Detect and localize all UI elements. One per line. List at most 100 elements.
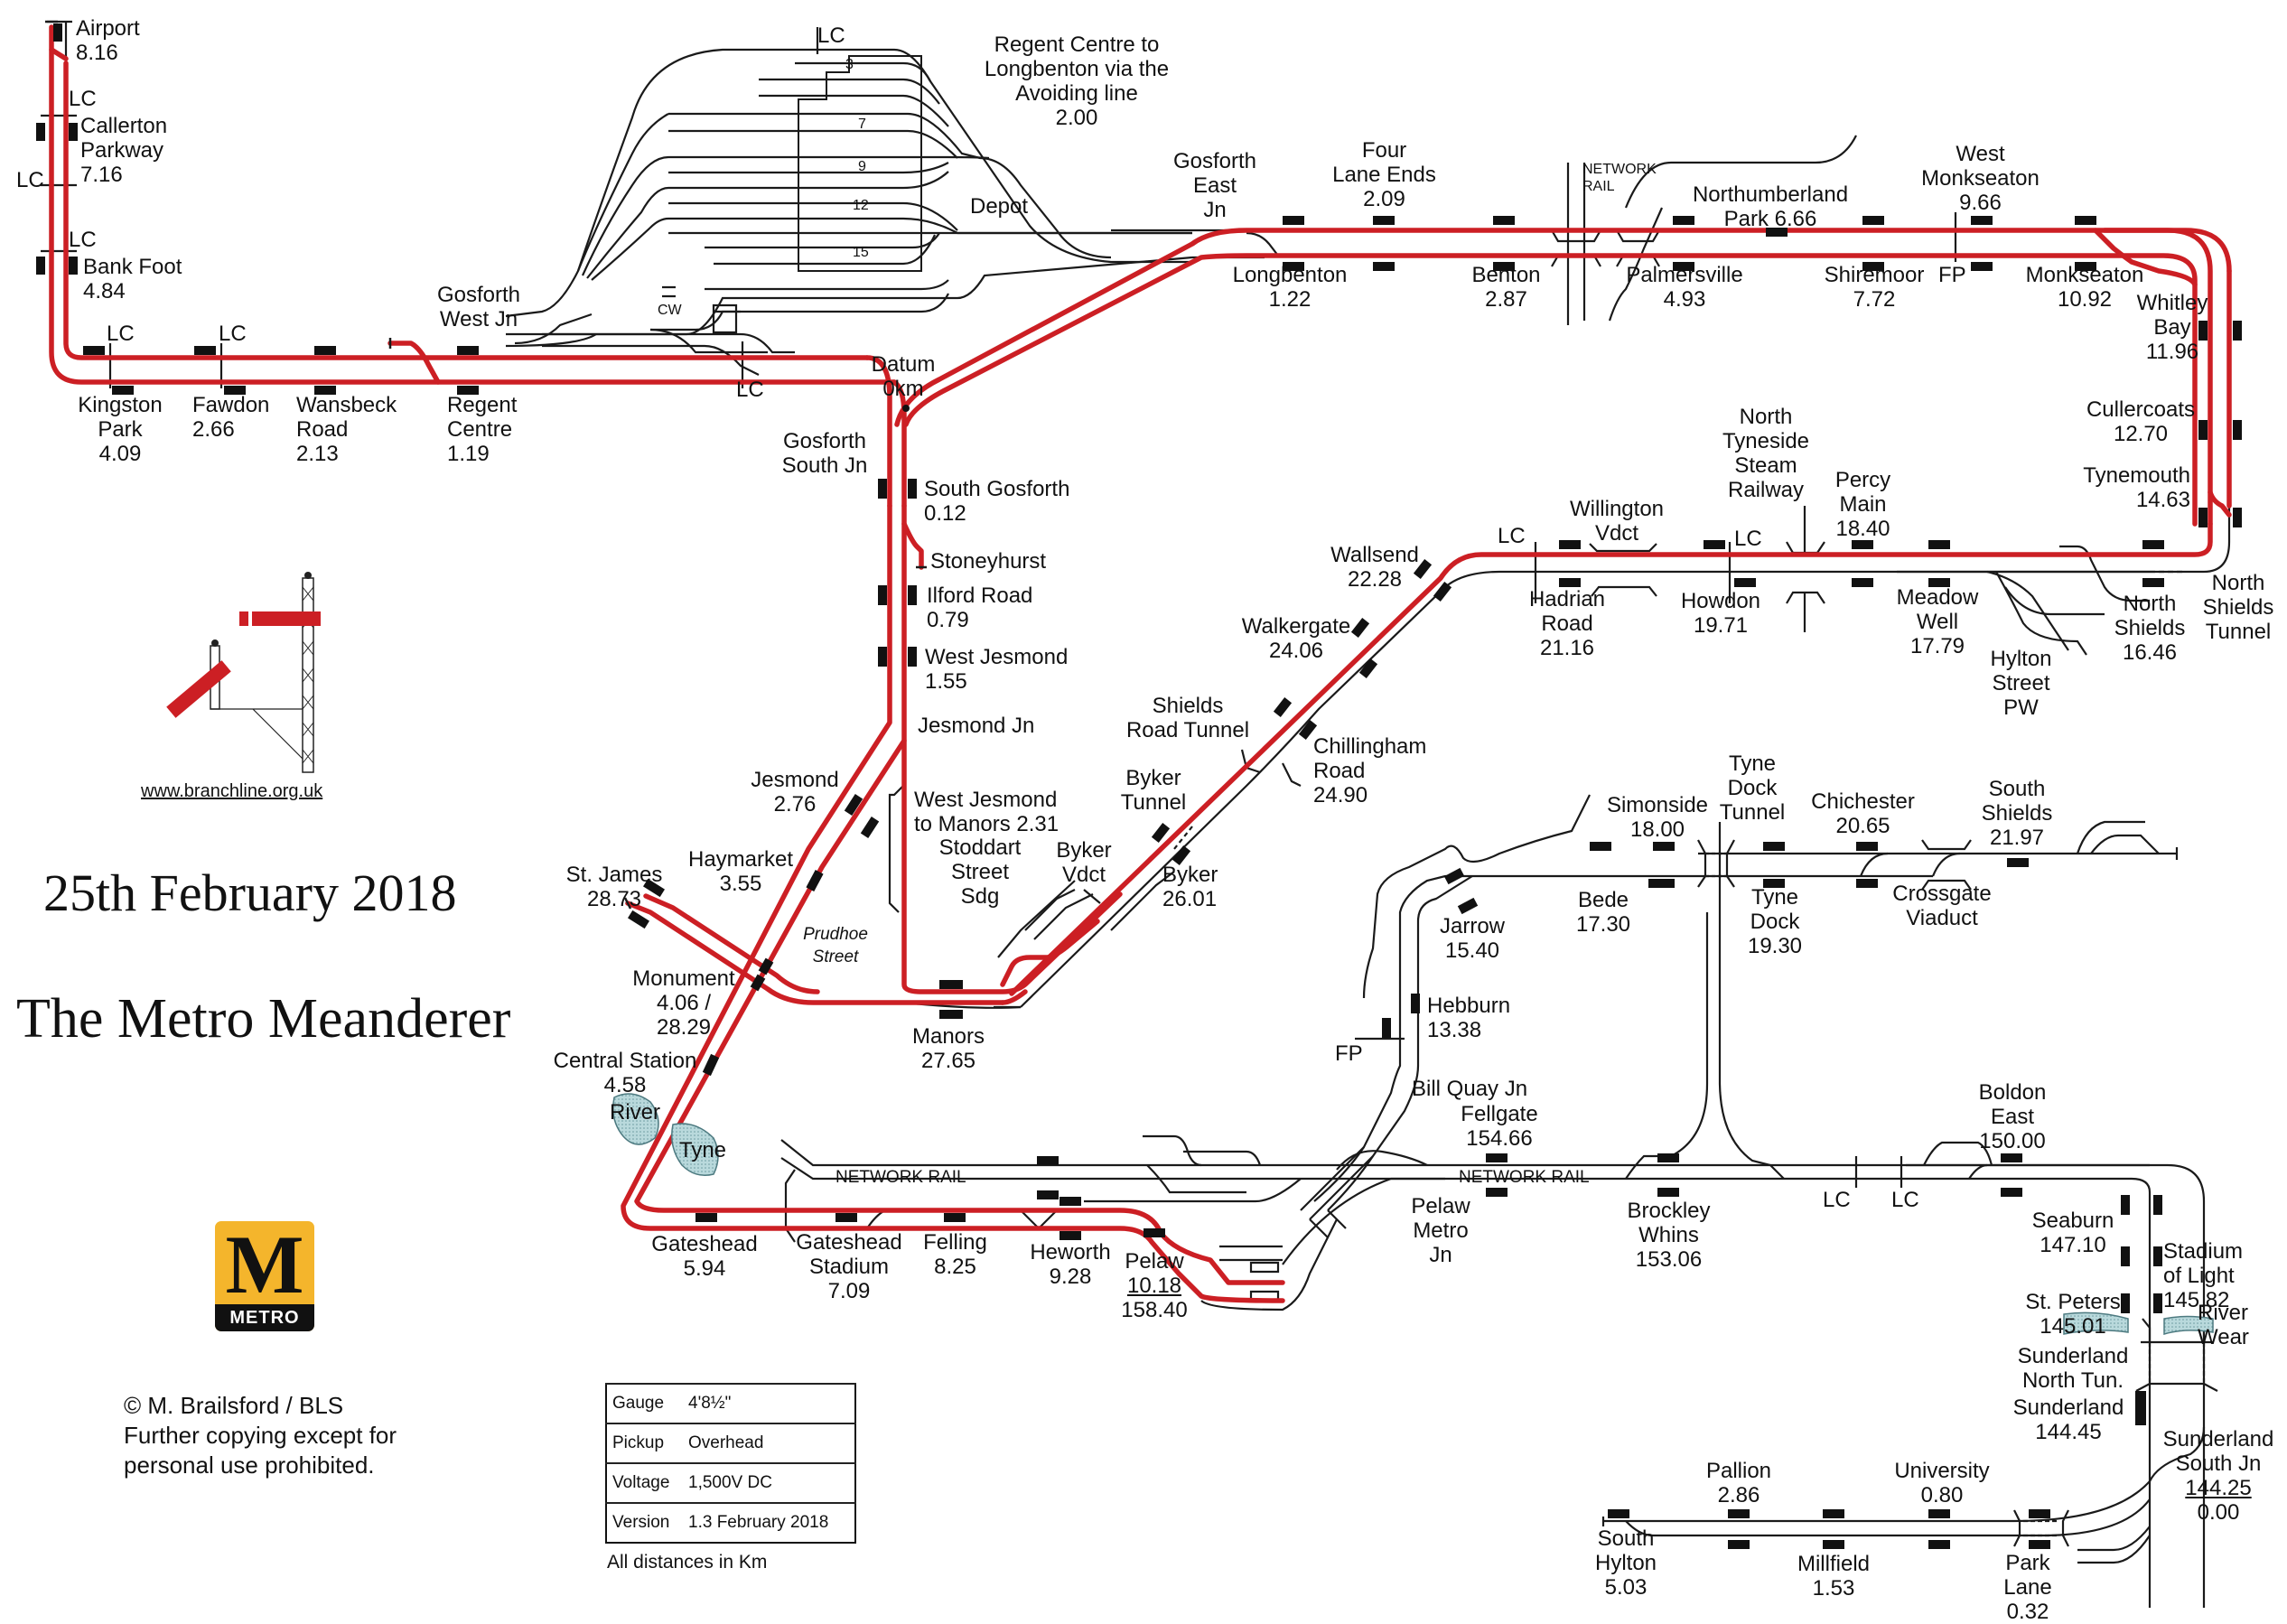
metro-logo-word: METRO xyxy=(215,1304,314,1331)
depot-road-label: 3 xyxy=(845,57,854,72)
platform-northumberland xyxy=(1766,228,1788,237)
platform-monument-2 xyxy=(750,974,766,992)
platform-cullercoats-e xyxy=(2233,420,2242,440)
park-lane-bracket-r xyxy=(2061,1509,2069,1547)
platform-benton-s xyxy=(1493,262,1515,271)
platforms xyxy=(36,23,2242,1549)
route-jesmond-manors xyxy=(901,738,1123,994)
siding-cw-4 xyxy=(514,313,593,345)
boldon-loop xyxy=(1923,1141,1993,1166)
branchline-link[interactable]: www.branchline.org.uk xyxy=(141,781,323,801)
platform-sol-w xyxy=(2121,1246,2130,1266)
platform-wallsend-2 xyxy=(1433,582,1452,602)
label-willington-vdct: Willington Vdct xyxy=(1569,497,1665,546)
platform-wj-w xyxy=(878,647,887,667)
willington-bracket xyxy=(1589,543,1657,553)
signal-logo-icon xyxy=(166,572,321,773)
depot-road-16 xyxy=(705,232,940,249)
platform-fourlane-n xyxy=(1373,216,1395,225)
platform-gateshead xyxy=(695,1213,717,1222)
label-lc: LC xyxy=(817,23,845,48)
platform-jarrow-1 xyxy=(1443,867,1465,885)
boldon-crossover xyxy=(1968,1163,1988,1180)
platform-fourlane-s xyxy=(1373,262,1395,271)
depot-road-7 xyxy=(668,112,1112,259)
depot-building xyxy=(798,55,922,272)
west-jesmond-manors-bracket xyxy=(888,785,904,913)
label-lc: LC xyxy=(107,322,135,346)
label-gosforth-west-jn: Gosforth West Jn xyxy=(436,283,521,331)
sunderland-north-tun xyxy=(2148,1342,2206,1382)
platform-boldon-n xyxy=(2001,1153,2022,1162)
platform-stpeters-w xyxy=(2121,1293,2130,1313)
platform-byker-1 xyxy=(1151,823,1171,843)
platform-haymarket xyxy=(806,869,824,892)
depot-fan-3 xyxy=(586,186,669,279)
platform-airport xyxy=(53,23,62,42)
label-cw: CW xyxy=(658,303,682,318)
platform-millfield-n xyxy=(1823,1509,1844,1518)
label-lc: LC xyxy=(69,228,97,252)
station-northumberland-park: Northumberland Park 6.66 xyxy=(1692,182,1849,231)
platform-walkergate-1 xyxy=(1350,618,1370,638)
route-st-james-monument xyxy=(625,901,1005,1005)
nr-south-lower xyxy=(1084,1178,1302,1203)
info-value: 1.3 February 2018 xyxy=(683,1502,855,1543)
river-tyne xyxy=(612,1093,719,1176)
felling-crossover xyxy=(1020,1209,1058,1230)
platform-howdon-s xyxy=(1734,578,1756,587)
copyright-line: Further copying except for xyxy=(124,1422,397,1449)
platform-southhylton xyxy=(1608,1509,1629,1518)
sunderland-top xyxy=(1906,1163,2206,1608)
route-tynemouth-cross xyxy=(2208,490,2232,518)
depot-road-label: 7 xyxy=(858,117,866,132)
label-jesmond-jn: Jesmond Jn xyxy=(918,714,1035,738)
siding-wash-box xyxy=(712,303,738,334)
depot-road-4 xyxy=(759,78,940,105)
label-bill-quay-jn: Bill Quay Jn xyxy=(1412,1077,1528,1101)
depot-road-label: 12 xyxy=(853,198,869,213)
pelaw-metro-hump xyxy=(1336,1150,1428,1171)
platform-monkseaton-s xyxy=(2075,262,2096,271)
tyne-dock-bracket-l xyxy=(1697,839,1707,888)
copyright-line: personal use prohibited. xyxy=(124,1451,375,1479)
crossgate-bracket-top xyxy=(1921,839,1972,851)
platform-nshields-s xyxy=(2142,578,2164,587)
sunderland-bracket-bottom xyxy=(2135,1382,2218,1392)
label-byker-tunnel: Byker Tunnel xyxy=(1120,766,1187,815)
label-fp: FP xyxy=(1938,263,1966,287)
platform-benton-n xyxy=(1493,216,1515,225)
platform-gateshead-stadium xyxy=(835,1213,857,1222)
platform-monkseaton-n xyxy=(2075,216,2096,225)
platform-palmersville-s xyxy=(1673,262,1694,271)
platform-cullercoats-w xyxy=(2198,420,2208,440)
label-lc: LC xyxy=(1734,527,1762,551)
label-network-rail: NETWORK RAIL xyxy=(1459,1168,1590,1187)
tynemouth-black-south xyxy=(1897,506,2231,574)
platform-stjames-2 xyxy=(628,910,649,929)
route-airport-up xyxy=(63,61,870,360)
platform-simonside-n xyxy=(1653,842,1675,851)
platform-south-shields xyxy=(2007,858,2029,867)
platform-longbenton-s xyxy=(1283,262,1304,271)
platform-university-s xyxy=(1928,1540,1950,1549)
tyne-dock-dash xyxy=(1705,852,1727,878)
platform-shiremoor-n xyxy=(1862,216,1884,225)
sh-crossover xyxy=(1625,1520,1654,1537)
label-lc: LC xyxy=(16,168,44,192)
